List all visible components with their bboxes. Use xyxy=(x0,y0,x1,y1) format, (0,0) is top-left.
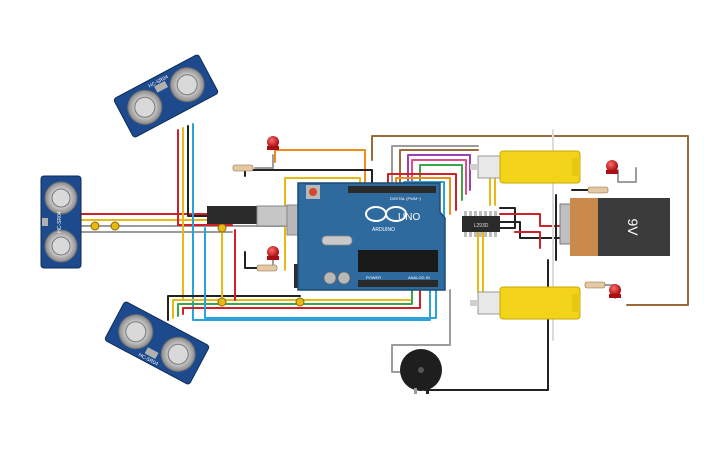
junction-dot xyxy=(217,297,227,307)
wire-red-ard xyxy=(387,173,457,211)
led-middle-left[interactable] xyxy=(267,246,279,260)
junction-dots xyxy=(90,221,305,307)
arduino-uno-board[interactable]: UNO ARDUINO DIGITAL (PWM~) POWER ANALOG … xyxy=(207,182,446,291)
wire-top-sensor-1 xyxy=(177,129,233,226)
ultrasonic-sensor-top[interactable]: HC-SR04 xyxy=(113,54,219,138)
wire-brown-loop xyxy=(371,135,689,306)
wire-black-driver xyxy=(499,207,516,229)
arduino-digital-label: DIGITAL (PWM~) xyxy=(390,196,422,201)
wire-bottom-sensor-2 xyxy=(172,231,223,319)
wire-top-sensor-3 xyxy=(187,125,241,217)
resistor-top-right xyxy=(587,186,609,194)
wire-blue-left xyxy=(204,227,437,319)
arduino-model: UNO xyxy=(398,212,420,223)
arduino-brand: ARDUINO xyxy=(372,227,395,233)
wire-buzzer-gray xyxy=(391,289,451,373)
arduino-analog-label: ANALOG IN xyxy=(408,275,430,280)
driver-part: L293D xyxy=(474,223,489,229)
dc-motor-top[interactable] xyxy=(470,150,581,184)
wire-led1-lead xyxy=(254,154,274,169)
wire-black-battery xyxy=(499,221,566,239)
led-bottom-right[interactable] xyxy=(609,284,621,298)
resistor-bottom-right xyxy=(584,281,606,289)
dc-motor-bottom[interactable] xyxy=(470,286,581,320)
wire-purple xyxy=(407,154,471,191)
wire-bottom-sensor-3 xyxy=(177,287,413,317)
resistor-top-left xyxy=(232,164,254,172)
resistor-middle-left xyxy=(256,264,278,272)
piezo-buzzer[interactable] xyxy=(400,349,442,394)
wire-orange-top xyxy=(274,149,366,186)
battery-label: 9V xyxy=(625,218,641,236)
motor-driver-chip[interactable]: L293D xyxy=(462,211,500,237)
ultrasonic-sensor-bottom[interactable]: HC-SR04 xyxy=(104,301,210,385)
led-top-right[interactable] xyxy=(606,160,618,174)
wire-pink xyxy=(411,159,467,195)
wire-orange-ard xyxy=(395,177,451,215)
wire-top-sensor-4 xyxy=(192,123,431,321)
battery-9v[interactable]: 9V xyxy=(559,198,670,256)
ultrasonic-sensor-left[interactable]: HC-SR04 xyxy=(40,175,82,269)
wire-gray-led-top xyxy=(617,167,637,183)
led-top-left[interactable] xyxy=(267,136,279,150)
wire-bottom-sensor-4 xyxy=(182,287,421,315)
junction-dot xyxy=(217,223,227,233)
sensor-left-model: HC-SR04 xyxy=(57,211,63,233)
wire-gray-a xyxy=(391,145,479,186)
wire-black-top xyxy=(244,169,373,186)
junction-dot xyxy=(110,221,120,231)
junction-dot xyxy=(90,221,100,231)
arduino-power-label: POWER xyxy=(366,275,381,280)
wire-red-driver xyxy=(514,231,541,249)
junction-dot xyxy=(295,297,305,307)
wire-bottom-sensor-1 xyxy=(167,295,301,321)
wire-black-led2 xyxy=(244,251,263,269)
